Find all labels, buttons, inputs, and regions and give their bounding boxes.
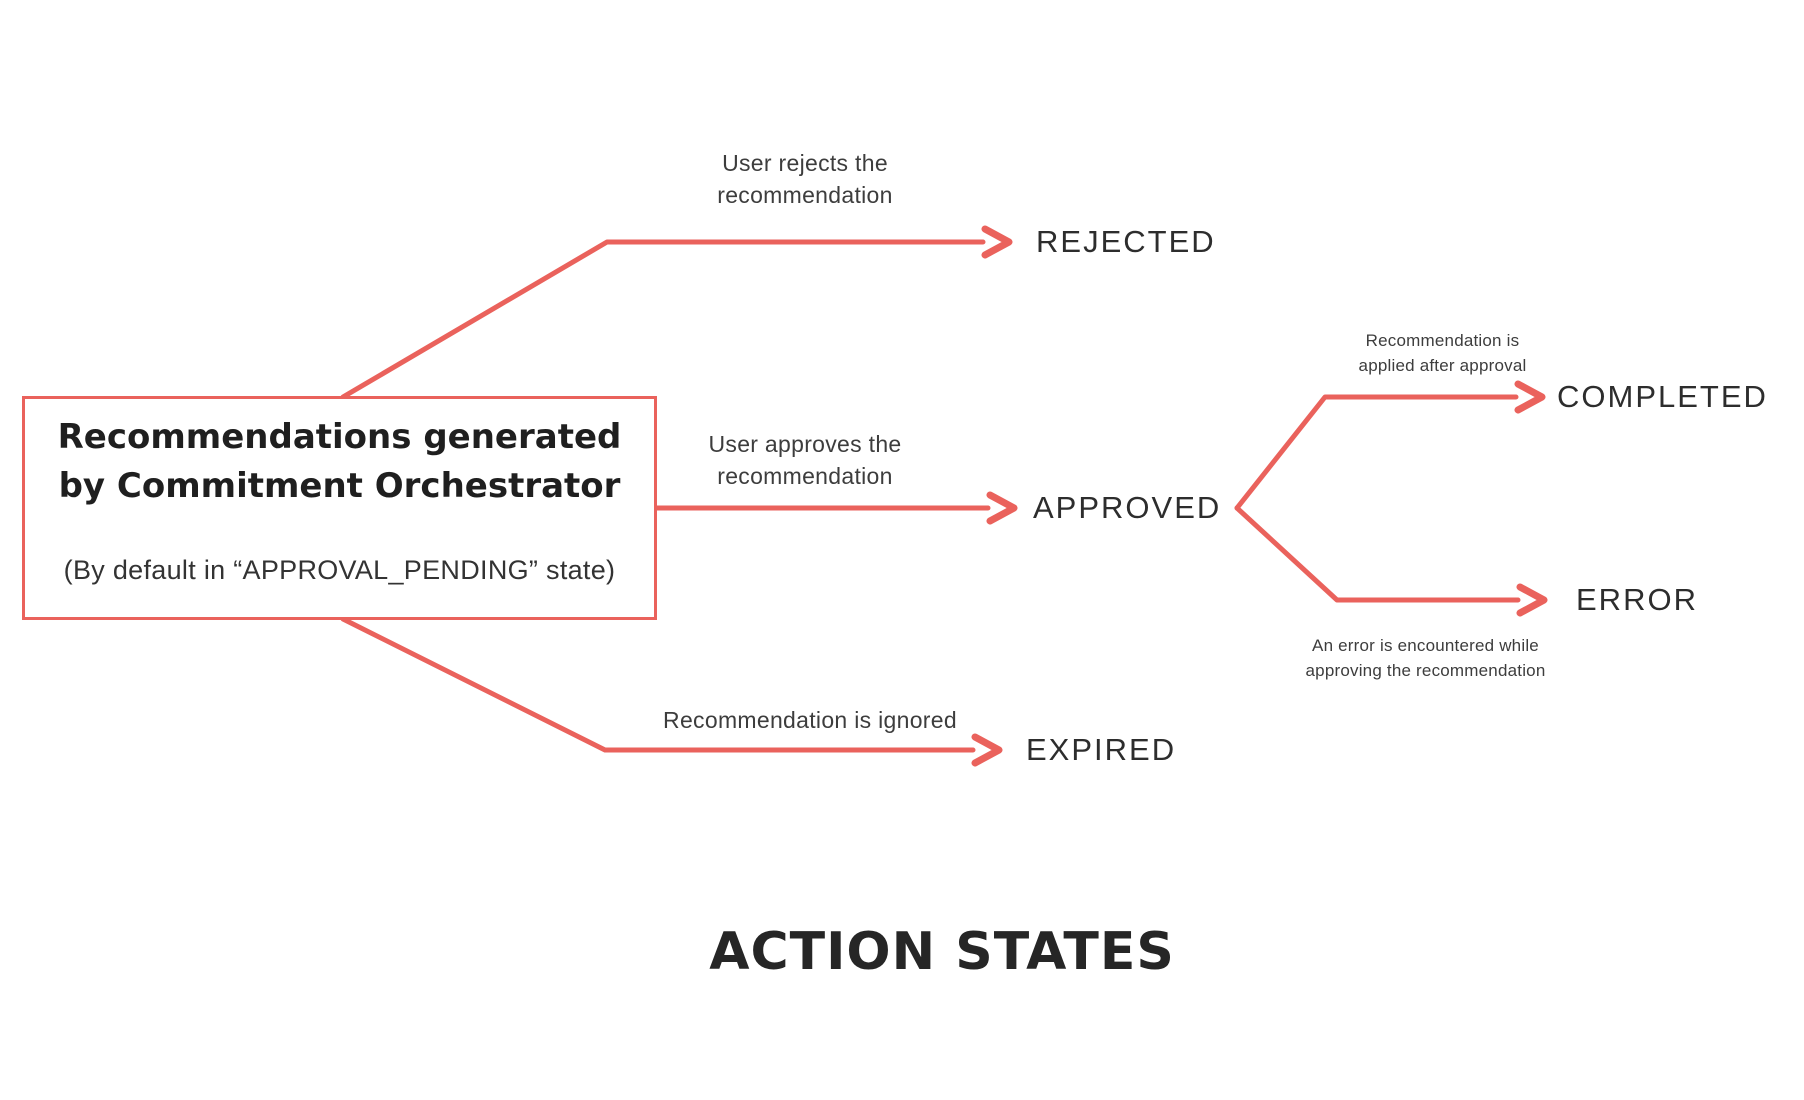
- state-label-error: ERROR: [1576, 582, 1698, 617]
- transition-caption-expired: Recommendation is ignored: [635, 704, 985, 736]
- source-box-heading-line2: by Commitment Orchestrator: [58, 466, 621, 506]
- diagram-title: ACTION STATES: [709, 922, 1175, 982]
- arrow-rejected: [340, 225, 1013, 400]
- state-label-completed: COMPLETED: [1557, 379, 1768, 414]
- caption-line: recommendation: [717, 463, 893, 489]
- caption-line: User approves the: [708, 431, 902, 457]
- arrow-expired: [340, 616, 1003, 767]
- caption-line: An error is encountered while: [1312, 636, 1539, 655]
- transition-caption-approved: User approves the recommendation: [620, 428, 990, 492]
- source-box: Recommendations generated by Commitment …: [22, 396, 657, 620]
- caption-line: applied after approval: [1358, 356, 1527, 375]
- source-box-subheading: (By default in “APPROVAL_PENDING” state): [63, 555, 616, 585]
- state-label-approved: APPROVED: [1033, 490, 1222, 525]
- source-box-heading: Recommendations generated by Commitment …: [25, 413, 654, 511]
- transition-caption-completed: Recommendation is applied after approval: [1325, 328, 1560, 378]
- caption-line: approving the recommendation: [1305, 661, 1546, 680]
- caption-line: Recommendation is ignored: [663, 707, 957, 733]
- arrow-completed: [1234, 380, 1546, 511]
- source-box-heading-line1: Recommendations generated: [57, 417, 622, 457]
- transition-caption-rejected: User rejects the recommendation: [620, 147, 990, 211]
- caption-line: User rejects the: [722, 150, 888, 176]
- transition-caption-error: An error is encountered while approving …: [1283, 633, 1568, 683]
- caption-line: Recommendation is: [1365, 331, 1520, 350]
- state-label-rejected: REJECTED: [1036, 224, 1216, 259]
- caption-line: recommendation: [717, 182, 893, 208]
- arrow-error: [1234, 505, 1548, 617]
- state-label-expired: EXPIRED: [1026, 732, 1177, 767]
